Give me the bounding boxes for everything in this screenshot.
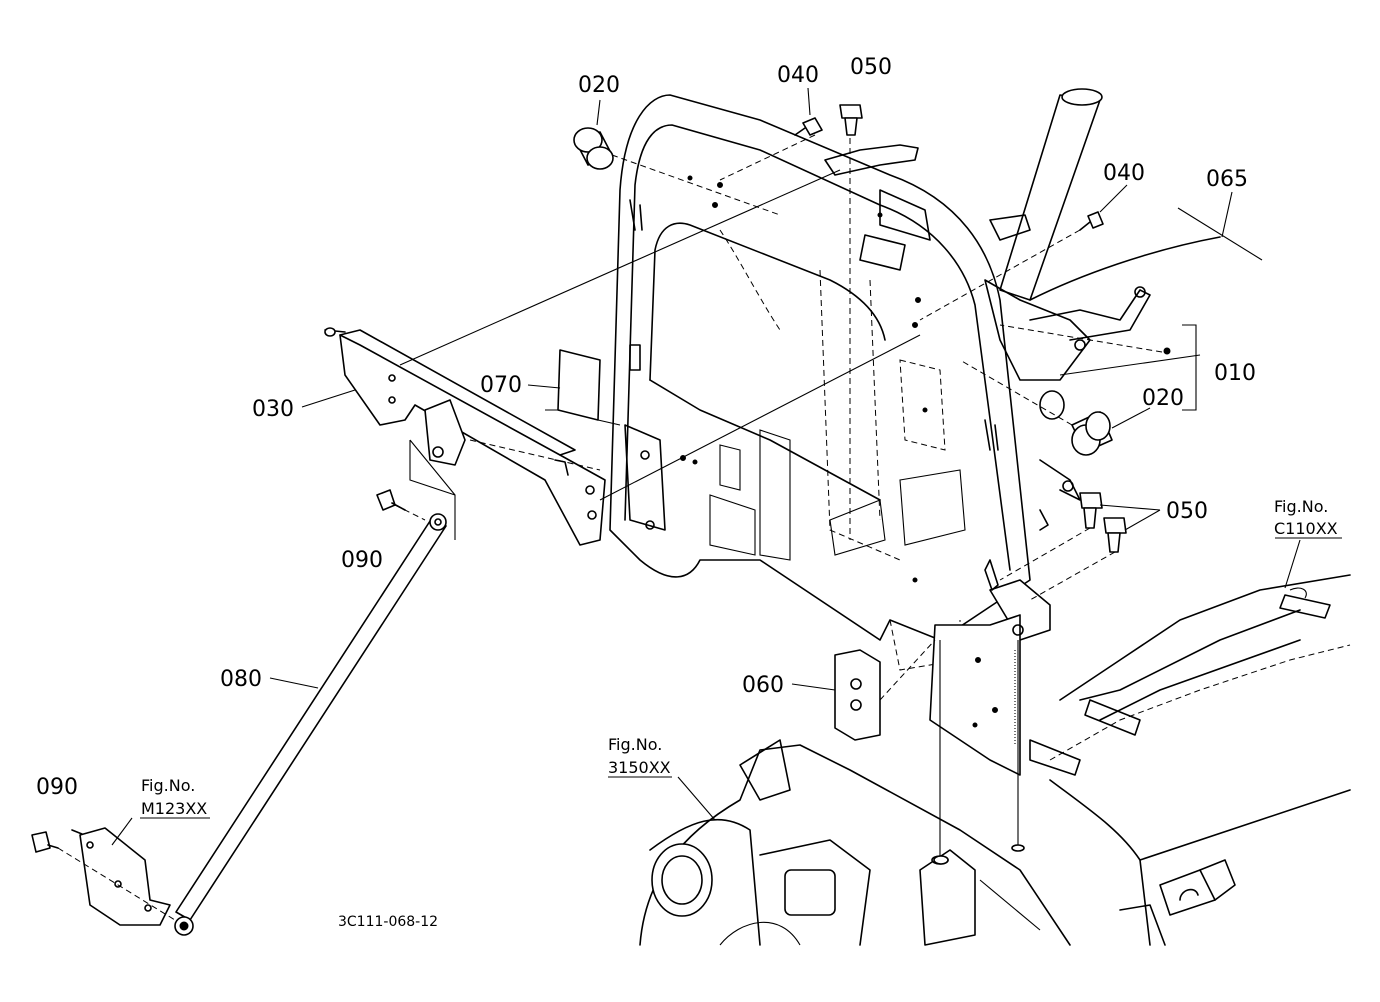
- fig-ref-c110-code: C110XX: [1274, 519, 1338, 538]
- label-020-right: 020: [1142, 386, 1184, 411]
- label-060: 060: [742, 673, 784, 698]
- label-090-low: 090: [36, 775, 78, 800]
- plate-070: [545, 349, 621, 426]
- assembly-lines: [57, 134, 1171, 921]
- label-080: 080: [220, 667, 262, 692]
- bolt-040-top: [794, 117, 823, 136]
- label-030: 030: [252, 397, 294, 422]
- cable-065: [1029, 207, 1263, 301]
- drawing-id: 3C111-068-12: [338, 914, 438, 930]
- label-010: 010: [1214, 361, 1256, 386]
- rod-080: [174, 513, 447, 936]
- arm-030: [324, 327, 606, 546]
- bolt-050-right-b: [1103, 517, 1127, 553]
- label-090-mid: 090: [341, 548, 383, 573]
- bolt-050-right-a: [1079, 492, 1103, 529]
- fig-ref-3150-prefix: Fig.No.: [608, 735, 662, 754]
- fig-ref-m123-code: M123XX: [141, 799, 207, 818]
- label-040-right: 040: [1103, 161, 1145, 186]
- label-050-right: 050: [1166, 499, 1208, 524]
- label-020-top: 020: [578, 73, 620, 98]
- bolt-050-top: [839, 104, 863, 136]
- label-065: 065: [1206, 167, 1248, 192]
- bolt-040-right: [1079, 211, 1104, 231]
- label-070: 070: [480, 373, 522, 398]
- bushing-020-right: [1071, 411, 1113, 456]
- top-bracket: [824, 144, 931, 271]
- bolt-090-low: [31, 831, 59, 853]
- fig-ref-m123-prefix: Fig.No.: [141, 776, 195, 795]
- fig-ref-c110-prefix: Fig.No.: [1274, 497, 1328, 516]
- front-panel-frame: [609, 94, 1031, 671]
- pad-060: [834, 649, 881, 741]
- bracket-m123: [71, 827, 171, 926]
- bolt-090-mid: [376, 489, 406, 511]
- bushing-020-top: [573, 127, 614, 170]
- label-050-top: 050: [850, 55, 892, 80]
- fig-ref-3150-code: 3150XX: [608, 758, 671, 777]
- label-040-top: 040: [777, 63, 819, 88]
- leader-lines: [111, 87, 1342, 846]
- lever-bracket-assembly: [929, 88, 1151, 776]
